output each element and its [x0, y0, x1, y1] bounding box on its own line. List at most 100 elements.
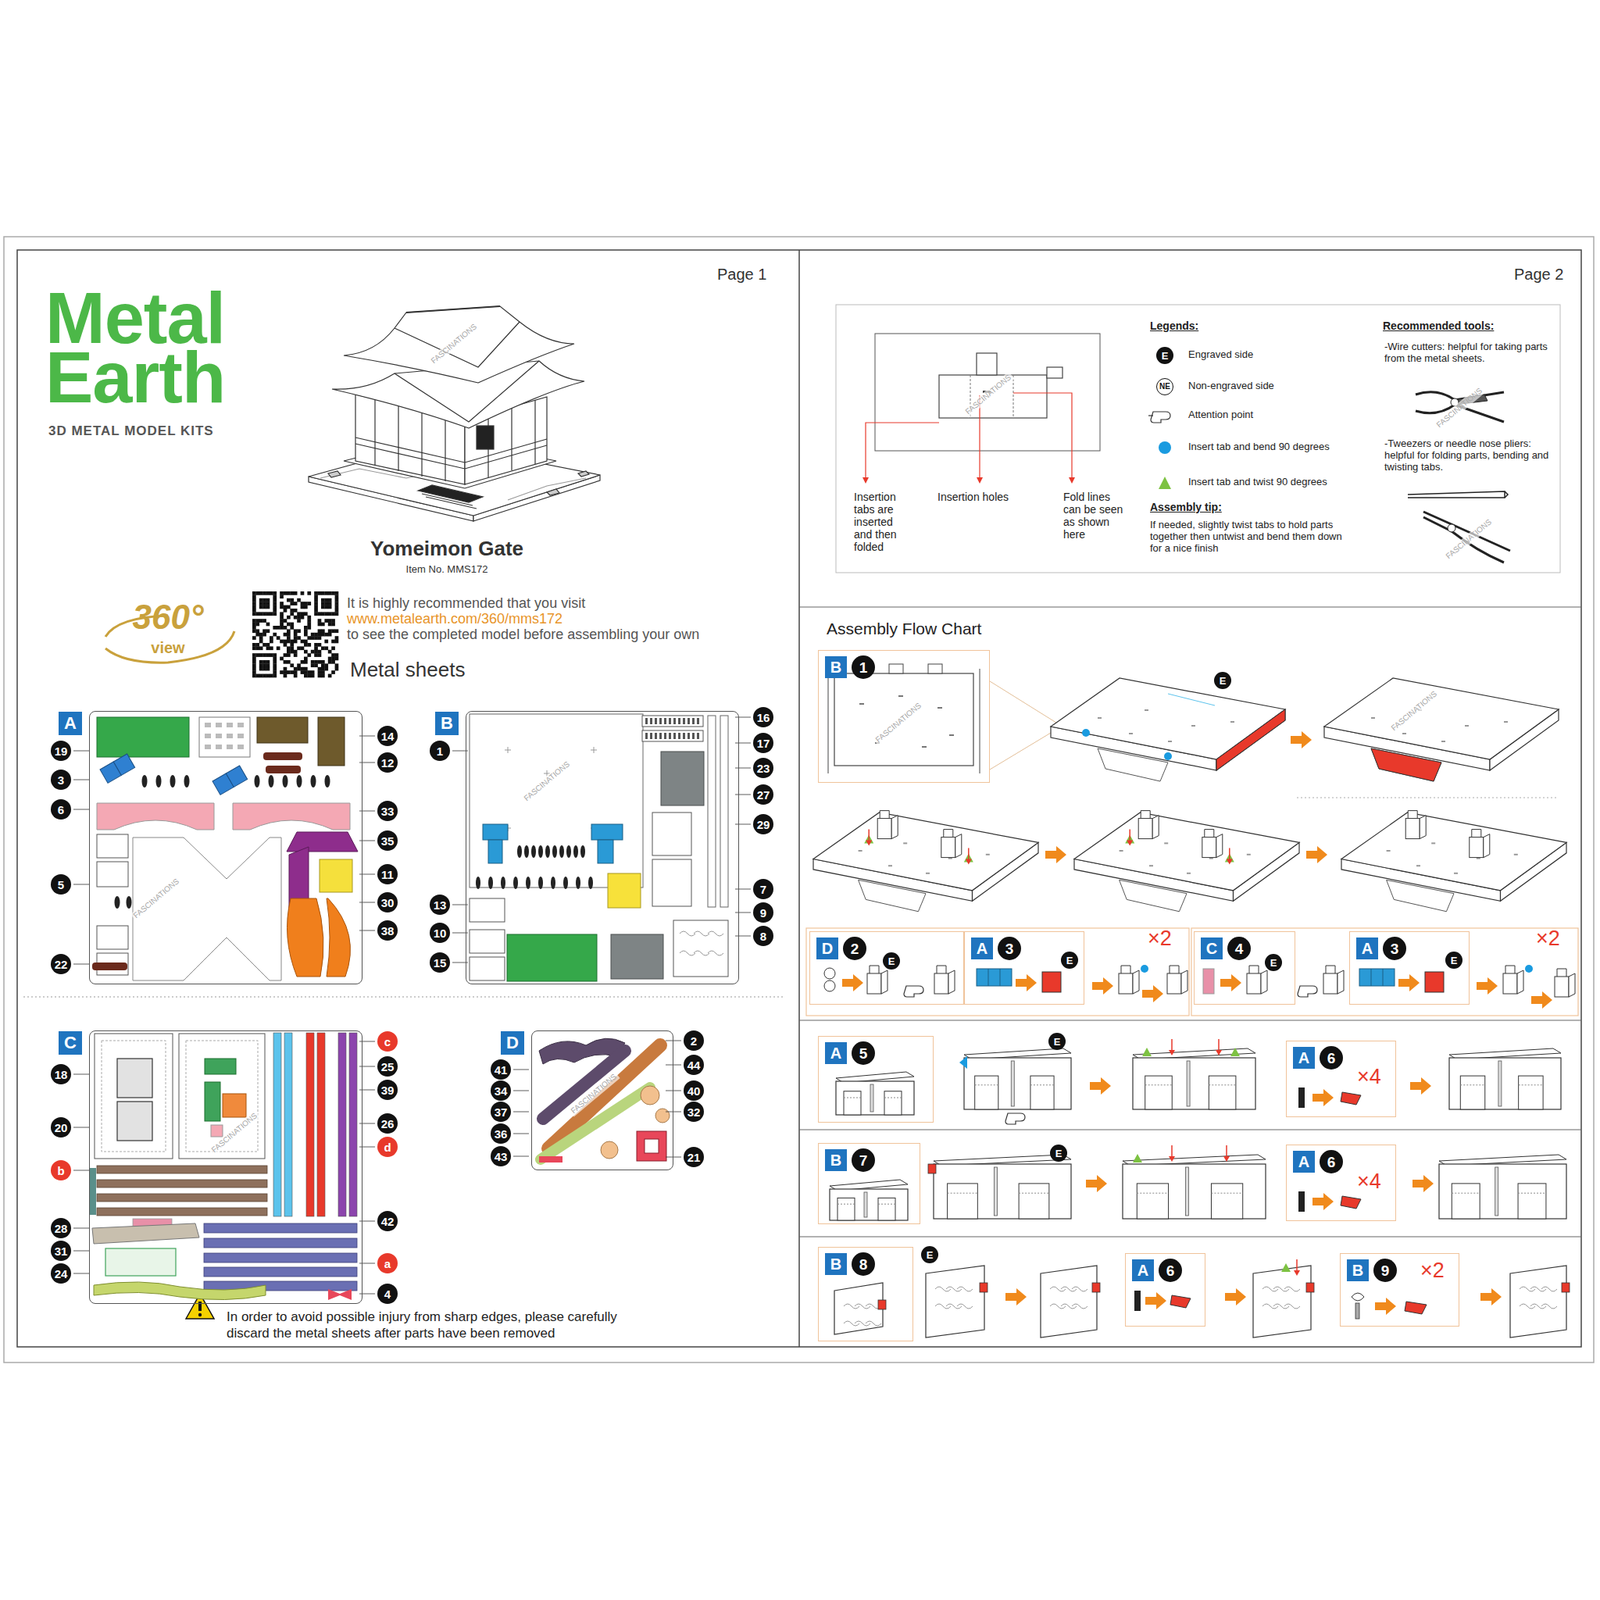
- qr-code: [283, 618, 288, 623]
- sheet-parts: [96, 834, 129, 858]
- assembly-illustration: [1441, 740, 1446, 743]
- sheet-parts: [184, 775, 190, 788]
- warning-icon: [198, 1301, 202, 1311]
- assembly-illustration: [1210, 1192, 1243, 1194]
- qr-code: [252, 608, 257, 613]
- qr-code: [296, 628, 301, 633]
- assembly-illustration: [1092, 977, 1114, 995]
- assembly-illustration: [867, 973, 882, 994]
- assembly-illustration: [877, 818, 892, 840]
- leader-line: [359, 762, 375, 764]
- sheet-parts: [664, 717, 667, 725]
- step-number: 6: [1319, 1046, 1343, 1070]
- callout-number: 28: [50, 1217, 72, 1239]
- assembly-illustration: [1170, 1295, 1191, 1308]
- assembly-illustration: [1071, 1286, 1088, 1292]
- assembly-illustration: [1402, 732, 1407, 735]
- assembly-illustration: [933, 1164, 1072, 1219]
- assembly-illustration: [1431, 842, 1436, 844]
- assembly-illustration: [1074, 812, 1300, 891]
- leader-line: [665, 1111, 682, 1113]
- callout-number: 38: [377, 920, 398, 941]
- qr-code: [300, 660, 305, 665]
- qr-code: [317, 591, 322, 596]
- sheet-parts: [326, 898, 350, 977]
- assembly-illustration: [979, 1282, 988, 1293]
- qr-code: [314, 646, 318, 650]
- qr-code: [279, 618, 284, 623]
- qr-code: [259, 601, 264, 606]
- sheet-parts: [328, 1289, 352, 1300]
- sheet-parts: [654, 732, 658, 740]
- qr-code: [317, 670, 322, 675]
- sheet-parts: [203, 1223, 358, 1233]
- leader-line: [359, 1146, 375, 1148]
- page-number: Page 1: [717, 265, 767, 284]
- qr-code: [289, 650, 294, 654]
- assembly-illustration: [1167, 693, 1215, 706]
- quantity-mark: ×2: [1147, 926, 1172, 951]
- tip-text: If needed, slightly twist tabs to hold p…: [1150, 519, 1350, 555]
- assembly-illustration: [1281, 1263, 1291, 1272]
- step-number: 2: [842, 936, 867, 961]
- qr-code: [317, 611, 322, 616]
- step-box: B1: [817, 650, 990, 783]
- qr-code: [300, 670, 305, 675]
- sheet-parts: [654, 717, 658, 725]
- assembly-illustration: [828, 668, 829, 774]
- assembly-illustration: [1398, 974, 1420, 992]
- leader-line: [359, 840, 375, 842]
- qr-code: [286, 628, 291, 633]
- qr-code: [262, 667, 267, 672]
- sheet-parts: [226, 733, 233, 739]
- qr-code: [324, 663, 329, 668]
- qr-code: [269, 646, 274, 650]
- model-illustration: [328, 471, 341, 478]
- sheet-parts: [475, 876, 481, 890]
- sheet-parts: [659, 732, 662, 740]
- view-logo: [105, 631, 235, 663]
- qr-code: [266, 667, 271, 672]
- qr-code: [307, 625, 311, 630]
- leader-line: [73, 809, 90, 811]
- assembly-illustration: [1118, 973, 1133, 994]
- callout-number: 6: [50, 799, 72, 820]
- assembly-illustration: [1518, 1084, 1543, 1086]
- qr-code: [283, 674, 288, 679]
- sheet-parts: [678, 732, 681, 740]
- sheet-parts: [610, 934, 664, 979]
- leader-line: [359, 1066, 375, 1068]
- watermark: FASCINATIONS: [962, 371, 1015, 418]
- qr-code: [252, 591, 339, 678]
- sheet-parts: [693, 931, 710, 936]
- qr-code: [252, 667, 257, 672]
- qr-code: [262, 674, 267, 679]
- sheet-parts: [105, 1248, 176, 1276]
- assembly-illustration: [1407, 810, 1418, 819]
- assembly-illustration: [1225, 1145, 1228, 1158]
- assembly-illustration: [1351, 1292, 1365, 1301]
- assembly-illustration: [1186, 1060, 1190, 1107]
- assembly-illustration: [976, 968, 1012, 986]
- qr-code: [262, 653, 267, 658]
- qr-code: [279, 657, 284, 661]
- assembly-illustration: [1005, 1288, 1027, 1306]
- brand-tagline: 3D METAL MODEL KITS: [48, 423, 215, 440]
- assembly-illustration: [1419, 815, 1426, 840]
- qr-code: [321, 598, 325, 603]
- watermark: FASCINATIONS: [872, 700, 925, 746]
- sheet-parts: [232, 803, 350, 830]
- sheet-parts: [287, 898, 325, 977]
- qr-code: [335, 663, 340, 668]
- sheet-parts: [687, 732, 690, 740]
- qr-code: [289, 608, 294, 613]
- qr-code: [259, 632, 264, 637]
- assembly-illustration: [1128, 732, 1133, 735]
- callout-number: 30: [377, 892, 398, 913]
- assembly-illustration: [1145, 1292, 1167, 1310]
- step-number: 5: [851, 1041, 875, 1065]
- sheet-parts: [642, 715, 704, 727]
- qr-code: [331, 660, 336, 665]
- step-box: A3: [964, 931, 1085, 1005]
- assembly-illustration: [1138, 818, 1153, 840]
